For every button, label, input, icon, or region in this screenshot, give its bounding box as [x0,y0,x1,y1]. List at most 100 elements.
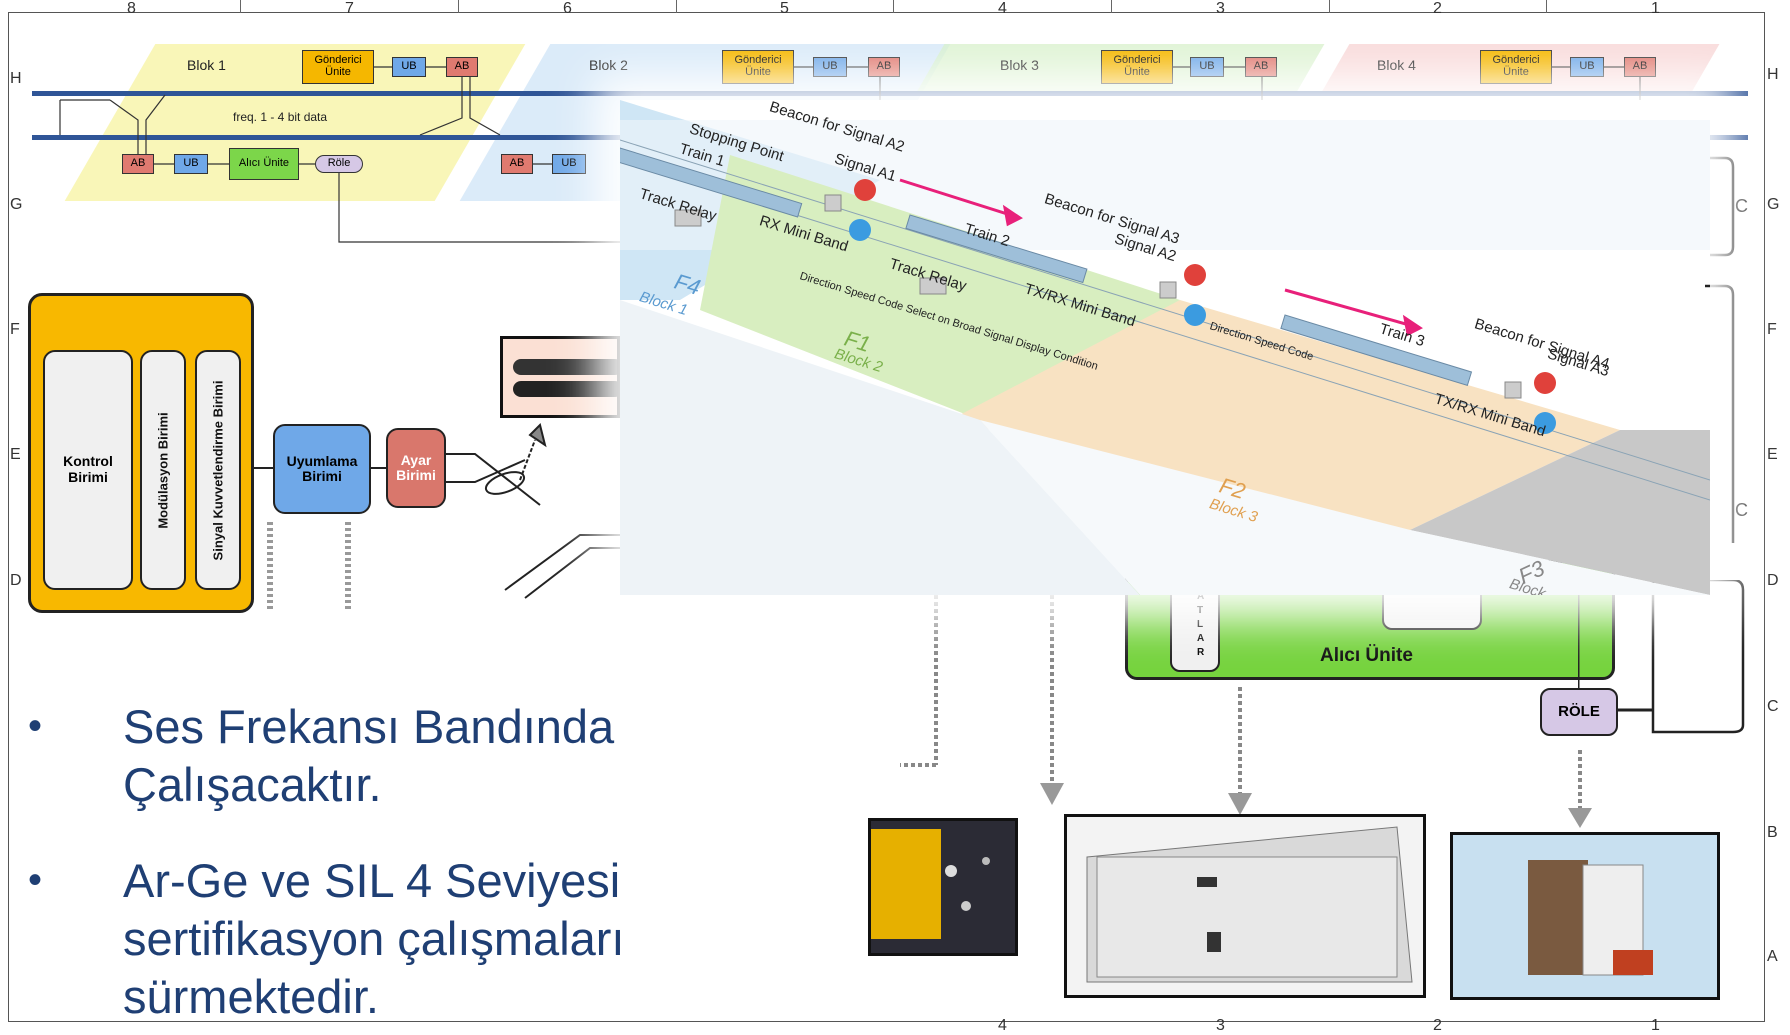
column-number: 4 [998,1017,1007,1034]
bullet-line: sertifikasyon çalışmaları [123,912,625,965]
modulation-unit [140,350,186,590]
bullet-icon: • [28,704,43,748]
ub-unit: UB [552,154,586,174]
right-c-label: C [1735,500,1748,520]
row-letter: E [10,446,21,463]
row-letter: G [1767,196,1780,213]
bracket-line [1705,156,1735,257]
row-letter: G [10,196,23,213]
row-letter: H [10,70,22,87]
cable-photo [500,336,623,418]
ub-unit: UB [1190,57,1224,77]
receiver-label: Alıcı Ünite [1320,645,1413,666]
column-number: 1 [1651,0,1660,17]
adjustment-unit: Ayar Birimi [386,428,446,508]
column-number: 8 [127,0,136,17]
grid-tick [676,0,677,13]
sender-unit: Gönderici Ünite [302,50,374,84]
column-number: 2 [1433,0,1442,17]
cable-icon [513,359,623,397]
train-2 [905,214,1088,284]
control-unit [43,350,133,590]
freq-label: freq. 1 - 4 bit data [233,110,328,124]
track-overlay-illustration: Beacon for Signal A2 Stopping Point Sign… [620,100,1710,595]
transceiver-icon [1086,826,1413,983]
ub-unit: UB [813,57,847,77]
amplifier-unit-wrap: Sinyal Kuvvetlendirme Birimi [195,350,241,590]
column-number: 7 [345,0,354,17]
block-label: Blok 1 [187,57,226,73]
ab-unit: AB [501,154,533,174]
row-letter: D [10,572,22,589]
rail-top [32,91,1748,96]
atlar-label: ATLAR [1197,591,1205,658]
modulation-unit-label: Modülasyon Birimi [155,411,171,529]
bracket-line [1705,284,1735,543]
transmitter-wiring [254,423,620,610]
grid-tick [893,0,894,13]
row-letter: B [1767,824,1778,841]
relay-icon [1528,860,1653,976]
ub-unit: UB [392,57,426,77]
grid-tick [1329,0,1330,13]
row-letter: F [1767,321,1777,338]
block-label: Blok 2 [589,57,628,73]
control-unit-label: Kontrol Birimi [63,453,113,485]
grid-tick [240,0,241,13]
matching-unit: Uyumlama Birimi [273,424,371,514]
column-number: 3 [1216,1017,1225,1034]
bullet-line: Çalışacaktır. [123,758,382,811]
column-number: 2 [1433,1017,1442,1034]
equipment-photo-1 [868,818,1018,956]
direction-arrows [899,178,1423,337]
signal-lights [849,179,1556,434]
row-letter: D [1767,572,1779,589]
receiver-unit: Alıcı Ünite [229,148,299,180]
column-number: 5 [780,0,789,17]
train-1 [620,147,803,218]
amplifier-unit [195,350,241,590]
relay-unit: Röle [315,155,363,173]
relay-wiring [1578,580,1745,734]
bullet-line: Ses Frekansı Bandında [123,700,615,753]
bullet-line: Ar-Ge ve SIL 4 Seviyesi [123,854,621,907]
bullet-line: sürmektedir. [123,970,379,1023]
grid-tick [1111,0,1112,13]
column-number: 1 [1651,1017,1660,1034]
right-c-label: C [1735,196,1748,216]
column-number: 3 [1216,0,1225,17]
row-letter: E [1767,446,1778,463]
transceiver-photo [1064,814,1426,998]
grid-tick [1546,0,1547,13]
ab-unit: AB [446,57,478,77]
row-letter: H [1767,66,1779,83]
grid-tick [458,0,459,13]
column-number: 6 [563,0,572,17]
row-letter: A [1767,948,1778,965]
ab-unit: AB [1624,57,1656,77]
block-label: Blok 3 [1000,57,1039,73]
relay-photo [1450,832,1720,1000]
ab-unit: AB [1245,57,1277,77]
amplifier-unit-label: Sinyal Kuvvetlendirme Birimi [210,380,226,560]
signal-arrows [900,595,1592,828]
yellow-box-icon [871,829,990,939]
row-letter: F [10,321,20,338]
modulation-unit-wrap: Modülasyon Birimi [140,350,186,590]
relay-box: RÖLE [1540,688,1618,736]
column-number: 4 [998,0,1007,17]
beacon-boxes [674,194,1522,399]
row-letter: C [1767,698,1779,715]
overlay-zones [620,100,1710,595]
block-label: Blok 4 [1377,57,1416,73]
ub-unit: UB [174,154,208,174]
sender-unit: Gönderici Ünite [1480,50,1552,84]
sender-unit: Gönderici Ünite [1101,50,1173,84]
ub-unit: UB [1570,57,1604,77]
drawing-frame [8,12,1765,1022]
train-3 [1280,314,1473,387]
ab-unit: AB [122,154,154,174]
sender-unit: Gönderici Ünite [722,50,794,84]
bullet-icon: • [28,858,43,902]
ab-unit: AB [868,57,900,77]
